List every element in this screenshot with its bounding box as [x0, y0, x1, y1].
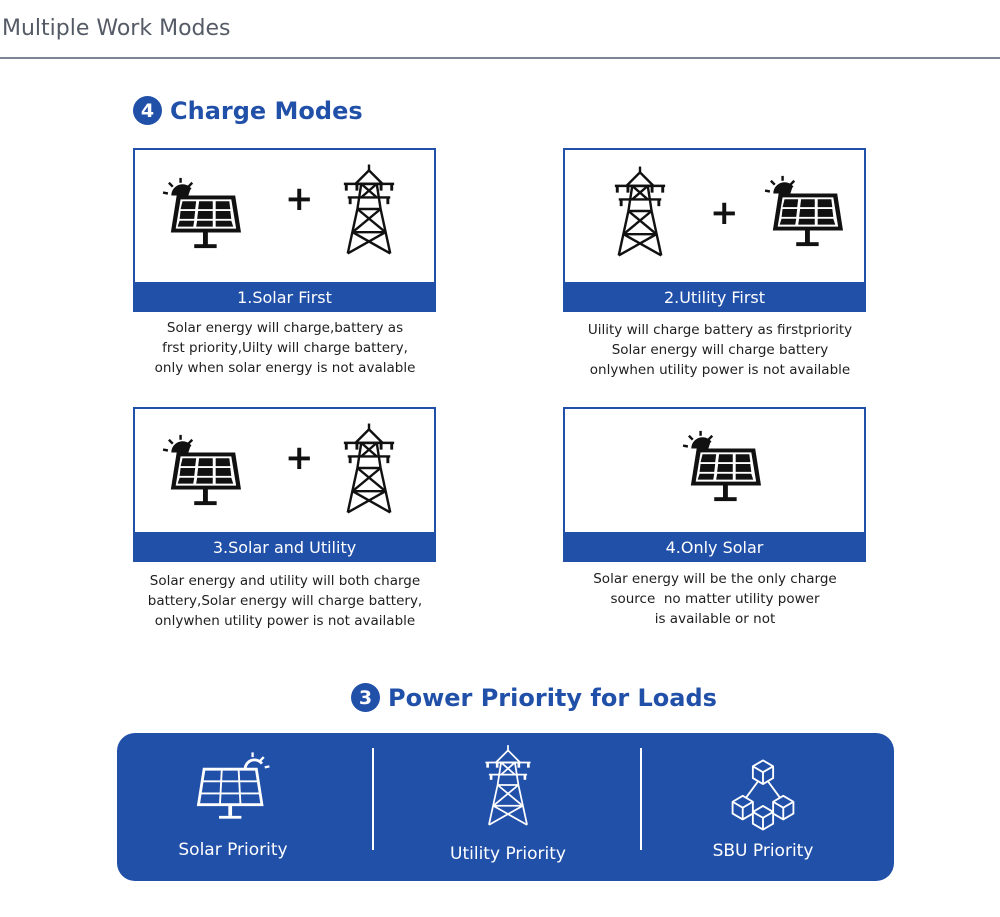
mode-card-solar-and-utility: + 3.Solar and Utility	[133, 407, 436, 562]
mode-description-solar-first: Solar energy will charge,battery as frst…	[154, 320, 416, 376]
mode-label: 2.Utility First	[563, 282, 866, 312]
power-priority-heading: 3 Power Priority for Loads	[351, 683, 717, 712]
priority-item-solar: Solar Priority	[173, 748, 293, 860]
plus-icon: +	[710, 193, 739, 233]
mode-description-utility-first: Uility will charge battery as firstprior…	[587, 322, 853, 378]
mode-description-solar-and-utility: Solar energy and utility will both charg…	[147, 573, 423, 629]
priority-panel: Solar Priority Utility Priority SBU Prio…	[117, 733, 894, 881]
mode-card-utility-first: + 2.Utility First	[563, 148, 866, 312]
solar-panel-icon	[159, 174, 247, 252]
priority-divider	[372, 748, 374, 850]
solar-panel-icon	[679, 427, 767, 505]
page-header: Multiple Work Modes	[0, 0, 1000, 60]
section-title: Charge Modes	[170, 96, 363, 125]
section-title: Power Priority for Loads	[388, 683, 717, 712]
power-tower-icon	[340, 162, 398, 256]
power-tower-icon	[482, 743, 534, 827]
cubes-icon	[727, 757, 799, 833]
mode-card-solar-first: + 1.Solar First	[133, 148, 436, 312]
plus-icon: +	[285, 438, 314, 478]
priority-item-sbu: SBU Priority	[703, 757, 823, 861]
mode-label: 4.Only Solar	[563, 532, 866, 562]
priority-item-utility: Utility Priority	[443, 743, 573, 864]
power-tower-icon	[611, 164, 669, 258]
solar-panel-icon	[191, 748, 275, 824]
page-title: Multiple Work Modes	[2, 16, 231, 41]
section-number-badge: 4	[133, 96, 162, 125]
priority-divider	[640, 748, 642, 850]
power-tower-icon	[340, 421, 398, 515]
mode-label: 1.Solar First	[133, 282, 436, 312]
charge-modes-heading: 4 Charge Modes	[133, 96, 363, 125]
mode-description-only-solar: Solar energy will be the only charge sou…	[593, 571, 837, 627]
header-divider	[0, 57, 1000, 59]
section-number-badge: 3	[351, 683, 380, 712]
plus-icon: +	[285, 179, 314, 219]
solar-panel-icon	[159, 431, 247, 509]
mode-card-only-solar: 4.Only Solar	[563, 407, 866, 562]
mode-label: 3.Solar and Utility	[133, 532, 436, 562]
solar-panel-icon	[761, 172, 849, 250]
